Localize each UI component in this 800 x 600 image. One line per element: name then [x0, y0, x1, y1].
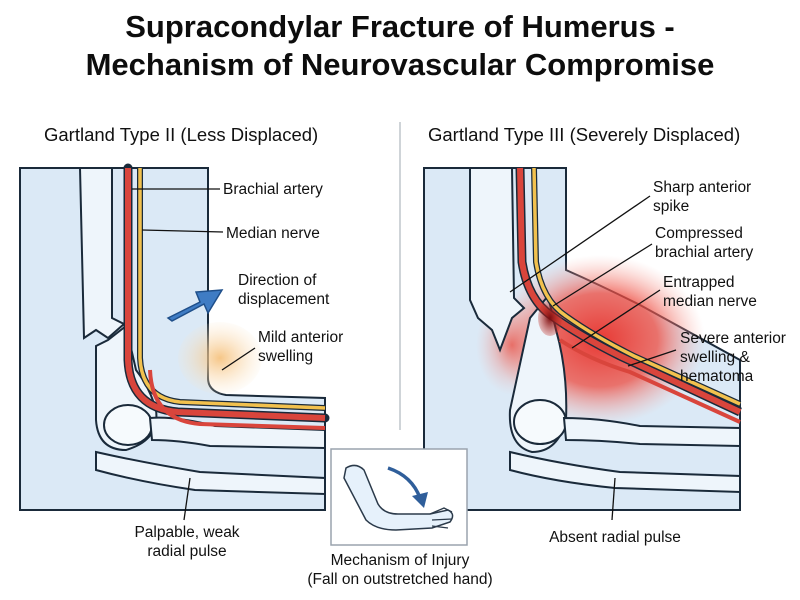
- label-severe-line-1: Severe anterior: [680, 330, 786, 347]
- label-sharp-anterior-spike: Sharp anterior spike: [653, 178, 751, 216]
- leader-entrapped-nerve: [571, 289, 661, 349]
- left-condyle: [103, 404, 153, 446]
- compression-point: [538, 300, 562, 336]
- left-mild-swelling: [178, 322, 262, 394]
- label-mild-swelling-line-1: Mild anterior: [258, 329, 344, 346]
- label-severe-line-2: swelling &: [680, 349, 750, 366]
- left-ulna: [95, 450, 326, 496]
- label-median-nerve: Median nerve: [226, 225, 320, 242]
- right-humerus-proximal: [469, 167, 526, 353]
- right-arm: [423, 167, 742, 511]
- left-leader-lines: [132, 188, 256, 521]
- label-mild-swelling-line-2: swelling: [258, 348, 314, 365]
- title-line-1: Supracondylar Fracture of Humerus -: [125, 9, 675, 44]
- label-left-pulse-line-2: radial pulse: [147, 543, 227, 560]
- label-left-pulse-line-1: Palpable, weak: [134, 524, 240, 541]
- leader-severe-swelling: [627, 349, 677, 367]
- left-artery-distal: [148, 369, 326, 430]
- leader-median-nerve: [141, 229, 224, 233]
- title-line-2: Mechanism of Neurovascular Compromise: [85, 47, 715, 82]
- inset-caption: Mechanism of Injury (Fall on outstretche…: [300, 551, 500, 589]
- leader-mild-swelling: [221, 347, 256, 371]
- right-condyle: [513, 399, 567, 445]
- label-direction-line-1: Direction of: [238, 272, 317, 289]
- label-absent-radial-pulse: Absent radial pulse: [549, 529, 681, 546]
- right-artery-distal: [558, 338, 741, 424]
- displacement-arrow: [166, 289, 224, 322]
- label-entrapped-median-nerve: Entrapped median nerve: [663, 273, 757, 311]
- mechanism-inset: [330, 448, 468, 546]
- inset-caption-line-1: Mechanism of Injury: [330, 552, 470, 569]
- right-ulna: [509, 450, 741, 494]
- right-radius: [562, 416, 741, 448]
- inset-hand: [429, 507, 453, 529]
- leader-right-pulse: [611, 477, 616, 521]
- label-spike-line-1: Sharp anterior: [653, 179, 752, 196]
- leader-compressed-artery: [552, 243, 653, 307]
- label-palpable-weak-pulse: Palpable, weak radial pulse: [112, 523, 262, 561]
- leader-left-pulse: [183, 477, 191, 521]
- label-compressed-brachial-artery: Compressed brachial artery: [655, 224, 753, 262]
- label-compressed-line-2: brachial artery: [655, 244, 754, 261]
- right-leader-lines: [509, 195, 677, 521]
- inset-frame: [330, 448, 468, 546]
- label-entrapped-line-1: Entrapped: [663, 274, 735, 291]
- label-brachial-artery: Brachial artery: [223, 181, 323, 198]
- leader-spike: [509, 195, 651, 293]
- label-severe-anterior-swelling: Severe anterior swelling & hematoma: [680, 329, 786, 386]
- label-mild-anterior-swelling: Mild anterior swelling: [258, 328, 343, 366]
- label-direction-of-displacement: Direction of displacement: [238, 271, 329, 309]
- label-direction-line-2: displacement: [238, 291, 330, 308]
- label-compressed-line-1: Compressed: [655, 225, 743, 242]
- left-brachial-artery: [125, 168, 326, 421]
- diagram-title: Supracondylar Fracture of Humerus - Mech…: [0, 8, 800, 84]
- left-panel-title: Gartland Type II (Less Displaced): [44, 124, 319, 145]
- inset-arrow-head: [412, 492, 428, 508]
- right-entrapped-nerve: [532, 167, 741, 406]
- label-severe-line-3: hematoma: [680, 368, 754, 385]
- label-entrapped-line-2: median nerve: [663, 293, 757, 310]
- left-arm: [19, 163, 330, 511]
- inset-caption-line-2: (Fall on outstretched hand): [307, 571, 493, 588]
- right-panel-title: Gartland Type III (Severely Displaced): [428, 124, 741, 145]
- left-humerus-proximal: [78, 167, 126, 340]
- label-spike-line-2: spike: [653, 198, 690, 215]
